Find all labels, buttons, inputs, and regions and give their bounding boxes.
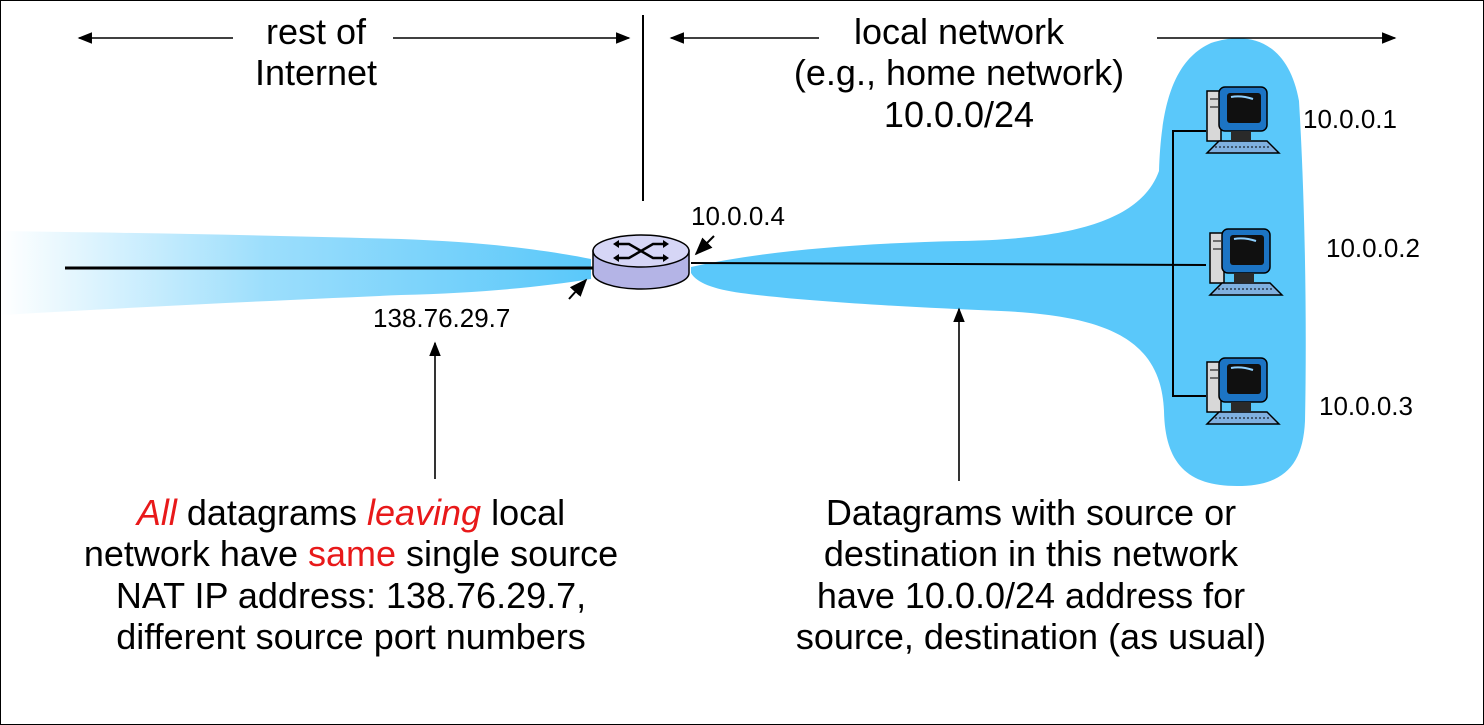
router-inside-address: 10.0.0.4 bbox=[691, 201, 785, 231]
host-3-address: 10.0.0.3 bbox=[1319, 391, 1413, 421]
nat-router-icon bbox=[592, 234, 690, 290]
rest-of-internet-label: rest of Internet bbox=[254, 11, 378, 94]
host-1-address: 10.0.0.1 bbox=[1303, 104, 1397, 134]
local-link bbox=[690, 262, 1207, 266]
local-network-label: local network (e.g., home network) 10.0.… bbox=[793, 11, 1125, 135]
local-network-blob bbox=[691, 38, 1306, 486]
nat-leaving-note: All datagrams leaving local network have… bbox=[83, 492, 619, 658]
internet-cloud bbox=[1, 231, 591, 315]
host-bus bbox=[1172, 130, 1206, 397]
outside-address-arrow bbox=[568, 278, 588, 300]
local-datagrams-note: Datagrams with source or destination in … bbox=[795, 492, 1267, 658]
router-outside-address: 138.76.29.7 bbox=[373, 303, 511, 333]
host-2-address: 10.0.0.2 bbox=[1326, 233, 1420, 263]
inside-address-arrow bbox=[694, 235, 715, 256]
